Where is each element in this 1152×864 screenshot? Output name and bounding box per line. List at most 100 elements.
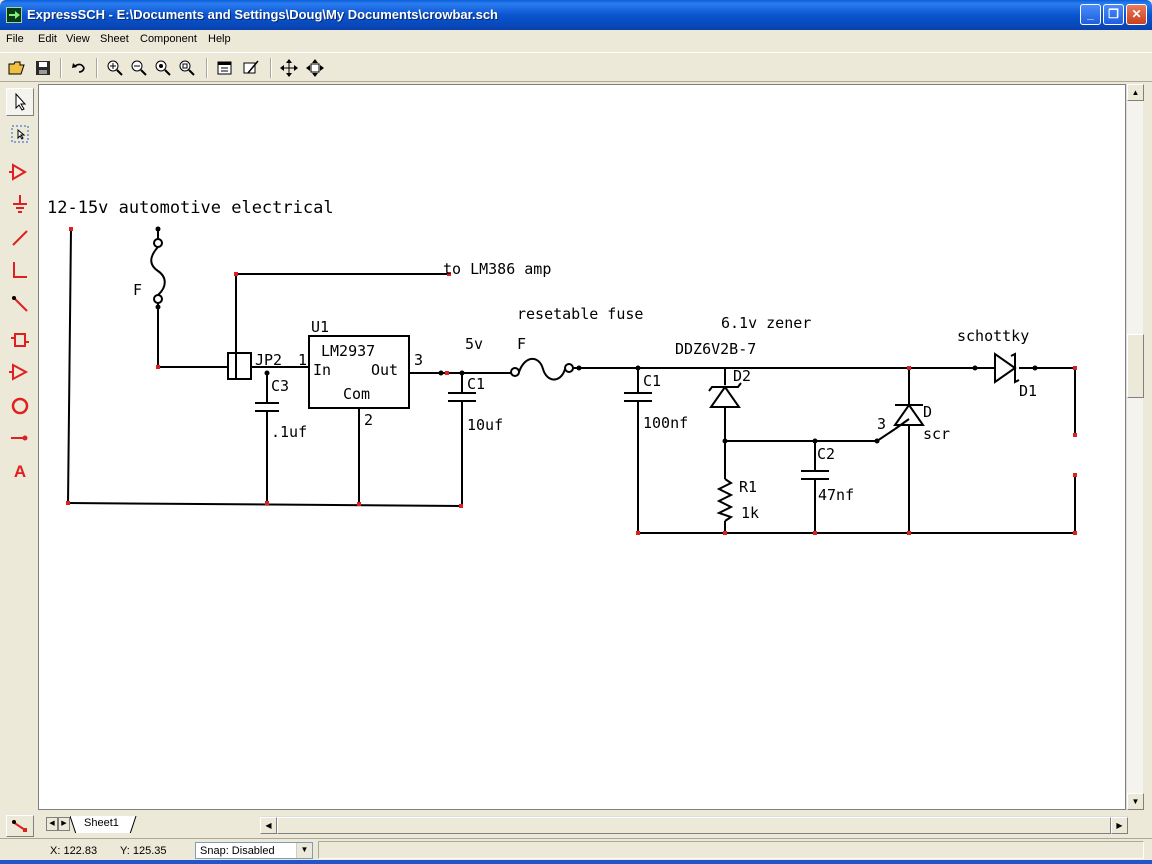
d1-ref-label: D1 [1019,382,1037,400]
jp2-label: JP2 [255,351,282,369]
sheet-tab-bar: ◀ ▶ Sheet1 ◀ ▶ [0,812,1152,838]
scr-value-label: scr [923,425,950,443]
capacitor-c2[interactable] [801,470,829,480]
d2-ref-label: D2 [733,367,751,385]
horizontal-scrollbar[interactable]: ◀ ▶ [260,816,1128,834]
snap-select[interactable]: Snap: Disabled ▼ [195,842,313,859]
window-title: ExpressSCH - E:\Documents and Settings\D… [27,7,498,22]
undo-icon[interactable] [68,57,90,79]
app-icon[interactable] [6,7,22,23]
component-icon[interactable] [6,326,34,354]
horizontal-scroll-thumb[interactable] [277,817,1111,834]
lm386-label: to LM386 amp [443,260,551,278]
pan-icon[interactable] [278,57,300,79]
u1-pin1-label: 1 [298,351,307,369]
schematic-canvas[interactable]: 12-15v automotive electrical F to LM386 … [38,84,1126,810]
capacitor-c1-100nf[interactable] [624,392,652,402]
close-button[interactable]: ✕ [1126,4,1147,25]
zoom-page-icon[interactable] [176,57,198,79]
menu-sheet[interactable]: Sheet [100,33,129,45]
schottky-d1[interactable] [994,352,1020,384]
text-icon[interactable]: A [6,458,34,486]
jumper-jp2[interactable] [227,352,252,380]
c2-value-label: 47nf [818,486,854,504]
input-port-icon[interactable] [6,158,34,186]
wire-icon[interactable] [6,224,34,252]
x-coordinate: X: 122.83 [50,845,98,857]
schematic-title-label: 12-15v automotive electrical [47,198,334,218]
fuse-f-top[interactable] [150,238,166,304]
c1-100nf-value-label: 100nf [643,414,688,432]
vertical-scroll-thumb[interactable] [1127,334,1144,398]
schematic-drawing: 12-15v automotive electrical F to LM386 … [47,198,1077,535]
sheet-tab-shape[interactable] [70,815,150,833]
select-arrow-icon[interactable] [6,88,34,116]
sheet-tab-sheet1[interactable]: Sheet1 [84,817,119,829]
u1-ref-label: U1 [311,318,329,336]
tab-prev-icon[interactable]: ◀ [46,817,58,831]
circle-icon[interactable] [6,392,34,420]
fuse-f-top-ref: F [133,281,142,299]
toolbar [0,52,1152,82]
vertical-scrollbar[interactable]: ▲ ▼ [1126,84,1144,810]
scroll-right-icon[interactable]: ▶ [1111,817,1128,834]
properties-icon[interactable] [214,57,236,79]
chevron-down-icon[interactable]: ▼ [296,843,312,858]
minimize-button[interactable]: _ [1080,4,1101,25]
resettable-fuse-label: resetable fuse [517,305,643,323]
scroll-down-icon[interactable]: ▼ [1127,793,1144,810]
scr-pin-label: 3 [877,415,886,433]
pin-icon[interactable] [6,424,34,452]
c3-value-label: .1uf [271,423,307,441]
scr-ref-label: D [923,403,932,421]
u1-pin2-label: 2 [364,411,373,429]
resettable-fuse[interactable] [510,357,574,381]
schottky-label: schottky [957,327,1029,345]
u1-pin3-label: 3 [414,351,423,369]
title-bar[interactable]: ExpressSCH - E:\Documents and Settings\D… [0,0,1152,30]
zoom-in-icon[interactable] [104,57,126,79]
scroll-left-icon[interactable]: ◀ [260,817,277,834]
bus-icon[interactable] [6,256,34,284]
output-port-icon[interactable] [6,358,34,386]
5v-label: 5v [465,335,483,353]
scr-thyristor[interactable] [893,403,925,430]
c3-ref-label: C3 [271,377,289,395]
bus-entry-icon[interactable] [6,290,34,318]
menu-edit[interactable]: Edit [38,33,57,45]
capacitor-c1-10uf[interactable] [448,392,476,402]
menu-file[interactable]: File [6,33,24,45]
resistor-r1[interactable] [716,478,734,522]
zener-d2[interactable] [708,382,742,408]
restore-button[interactable]: ❐ [1103,4,1124,25]
select-area-icon[interactable] [6,120,34,148]
u1-com-label: Com [343,385,370,403]
zener-part-label: DDZ6V2B-7 [675,340,756,358]
open-icon[interactable] [6,57,28,79]
text-tool-glyph: A [13,462,27,481]
tab-next-icon[interactable]: ▶ [58,817,70,831]
c1-10uf-ref-label: C1 [467,375,485,393]
r1-ref-label: R1 [739,478,757,496]
zoom-area-icon[interactable] [152,57,174,79]
menu-view[interactable]: View [66,33,90,45]
menu-bar: File Edit View Sheet Component Help [0,30,1152,50]
node-dots [66,227,1077,535]
scroll-up-icon[interactable]: ▲ [1127,84,1144,101]
status-bar: X: 122.83 Y: 125.35 Snap: Disabled ▼ [0,838,1152,860]
fit-all-icon[interactable] [304,57,326,79]
zener-desc-label: 6.1v zener [721,314,811,332]
part-edit-icon[interactable] [240,57,262,79]
y-coordinate: Y: 125.35 [120,845,167,857]
c1-100nf-ref-label: C1 [643,372,661,390]
menu-component[interactable]: Component [140,33,197,45]
u1-out-label: Out [371,361,398,379]
menu-help[interactable]: Help [208,33,231,45]
capacitor-c3[interactable] [255,402,279,412]
save-icon[interactable] [32,57,54,79]
zoom-out-icon[interactable] [128,57,150,79]
ground-icon[interactable] [6,190,34,218]
regulator-u1[interactable] [308,335,410,409]
c1-10uf-value-label: 10uf [467,416,503,434]
sheet-nav-icon[interactable] [6,815,34,837]
